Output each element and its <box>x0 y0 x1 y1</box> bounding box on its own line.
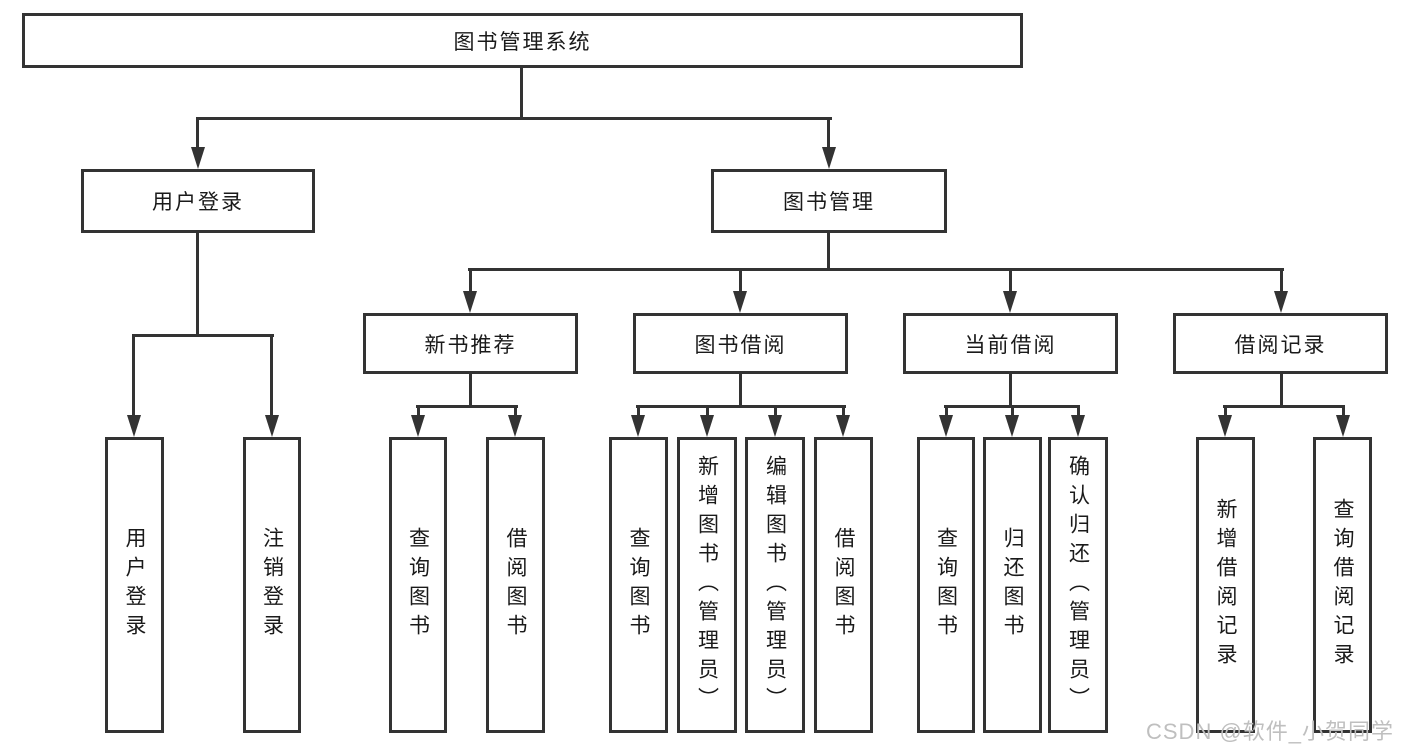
node-book-management-label: 图书管理 <box>783 191 875 214</box>
connector-root-drop <box>520 66 523 120</box>
leaf-newbook-query-books: 查询图书 <box>389 437 447 733</box>
arrow-down-icon <box>191 147 205 169</box>
leaf-logout: 注销登录 <box>243 437 301 733</box>
connector-to-borrowing-records <box>1280 268 1283 294</box>
node-borrowing-records-label: 借阅记录 <box>1234 333 1327 357</box>
leaf-current-confirm-return-admin-label: 确认归还（管理员） <box>1066 454 1090 716</box>
arrow-down-icon <box>1274 291 1288 313</box>
arrow-down-icon <box>265 415 279 437</box>
node-user-login: 用户登录 <box>81 169 315 233</box>
connector-leaf-line <box>706 405 709 418</box>
leaf-current-query-books-label: 查询图书 <box>934 527 958 643</box>
leaf-newbook-query-books-label: 查询图书 <box>406 527 430 643</box>
leaf-borrow-edit-books-admin-label: 编辑图书（管理员） <box>763 454 787 716</box>
leaf-borrow-edit-books-admin: 编辑图书（管理员） <box>745 437 805 733</box>
connector-leaf-line <box>1011 405 1014 418</box>
csdn-watermark: CSDN @软件_小贺同学 <box>1146 719 1395 744</box>
connector-leaf-line <box>1224 405 1227 418</box>
leaf-logout-label: 注销登录 <box>260 527 284 643</box>
connector-book-borrowing-bar <box>636 405 846 408</box>
connector-current-borrowing-drop <box>1009 374 1012 408</box>
arrow-down-icon <box>733 291 747 313</box>
arrow-down-icon <box>508 415 522 437</box>
leaf-record-query-borrow-record-label: 查询借阅记录 <box>1331 498 1354 672</box>
node-book-borrowing: 图书借阅 <box>633 313 848 374</box>
connector-to-user-login <box>196 117 199 150</box>
connector-to-current-borrowing <box>1009 268 1012 294</box>
arrow-down-icon <box>1071 415 1085 437</box>
leaf-current-query-books: 查询图书 <box>917 437 975 733</box>
connector-book-borrowing-drop <box>739 374 742 408</box>
leaf-newbook-borrow-books-label: 借阅图书 <box>504 527 527 643</box>
connector-root-bar <box>197 117 832 120</box>
connector-to-leaf-user-login <box>132 334 135 418</box>
arrow-down-icon <box>463 291 477 313</box>
connector-leaf-line <box>945 405 948 418</box>
node-borrowing-records: 借阅记录 <box>1173 313 1388 374</box>
arrow-down-icon <box>822 147 836 169</box>
leaf-user-login: 用户登录 <box>105 437 164 733</box>
connector-to-book-borrowing <box>739 268 742 294</box>
arrow-down-icon <box>768 415 782 437</box>
leaf-borrow-query-books: 查询图书 <box>609 437 668 733</box>
connector-leaf-line <box>417 405 420 418</box>
connector-new-book-bar <box>416 405 518 408</box>
connector-leaf-line <box>1342 405 1345 418</box>
arrow-down-icon <box>700 415 714 437</box>
connector-new-book-drop <box>469 374 472 408</box>
node-book-management-system: 图书管理系统 <box>22 13 1023 68</box>
arrow-down-icon <box>939 415 953 437</box>
arrow-down-icon <box>1003 291 1017 313</box>
connector-leaf-line <box>1077 405 1080 418</box>
leaf-record-add-borrow-record: 新增借阅记录 <box>1196 437 1255 733</box>
arrow-down-icon <box>1336 415 1350 437</box>
node-new-book-recommendation: 新书推荐 <box>363 313 578 374</box>
connector-leaf-line <box>774 405 777 418</box>
arrow-down-icon <box>836 415 850 437</box>
connector-to-book-management <box>827 117 830 150</box>
arrow-down-icon <box>127 415 141 437</box>
connector-borrowing-records-drop <box>1280 374 1283 408</box>
node-book-borrowing-label: 图书借阅 <box>694 333 787 357</box>
arrow-down-icon <box>1218 415 1232 437</box>
leaf-record-add-borrow-record-label: 新增借阅记录 <box>1214 498 1237 672</box>
leaf-user-login-label: 用户登录 <box>123 527 146 643</box>
connector-user-login-bar <box>132 334 274 337</box>
leaf-current-return-books: 归还图书 <box>983 437 1042 733</box>
connector-leaf-line <box>842 405 845 418</box>
leaf-borrow-borrow-books: 借阅图书 <box>814 437 873 733</box>
leaf-record-query-borrow-record: 查询借阅记录 <box>1313 437 1372 733</box>
node-book-management-system-label: 图书管理系统 <box>453 30 592 54</box>
connector-user-login-drop <box>196 233 199 336</box>
connector-borrowing-records-bar <box>1223 405 1345 408</box>
leaf-borrow-add-books-admin: 新增图书（管理员） <box>677 437 737 733</box>
connector-to-new-book <box>469 268 472 294</box>
arrow-down-icon <box>411 415 425 437</box>
node-current-borrowing: 当前借阅 <box>903 313 1118 374</box>
leaf-borrow-add-books-admin-label: 新增图书（管理员） <box>695 454 719 716</box>
leaf-newbook-borrow-books: 借阅图书 <box>486 437 545 733</box>
node-book-management: 图书管理 <box>711 169 947 233</box>
connector-book-management-drop <box>827 233 830 271</box>
node-current-borrowing-label: 当前借阅 <box>964 333 1057 357</box>
connector-leaf-line <box>514 405 517 418</box>
node-user-login-label: 用户登录 <box>152 191 244 214</box>
connector-to-leaf-logout <box>270 334 273 418</box>
leaf-borrow-borrow-books-label: 借阅图书 <box>832 527 855 643</box>
connector-book-management-bar <box>468 268 1284 271</box>
leaf-borrow-query-books-label: 查询图书 <box>627 527 650 643</box>
leaf-current-return-books-label: 归还图书 <box>1001 527 1024 643</box>
leaf-current-confirm-return-admin: 确认归还（管理员） <box>1048 437 1108 733</box>
node-new-book-recommendation-label: 新书推荐 <box>424 333 517 357</box>
connector-leaf-line <box>637 405 640 418</box>
arrow-down-icon <box>631 415 645 437</box>
arrow-down-icon <box>1005 415 1019 437</box>
